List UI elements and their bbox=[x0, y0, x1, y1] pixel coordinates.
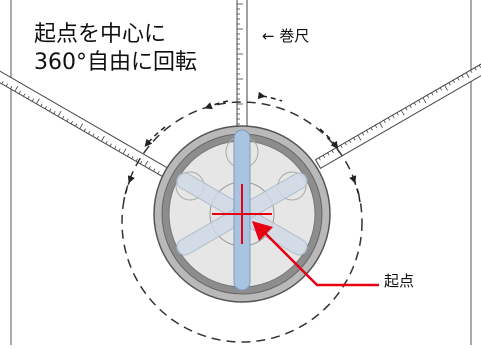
title-line-1: 起点を中心に bbox=[34, 22, 166, 48]
origin-label: 起点 bbox=[384, 272, 414, 290]
tape-measure-left bbox=[0, 70, 170, 179]
title-line-2: 360°自由に回転 bbox=[34, 50, 197, 76]
tape-measure-label: ← 巻尺 bbox=[262, 27, 309, 45]
tape-measure-vertical bbox=[237, 0, 247, 128]
